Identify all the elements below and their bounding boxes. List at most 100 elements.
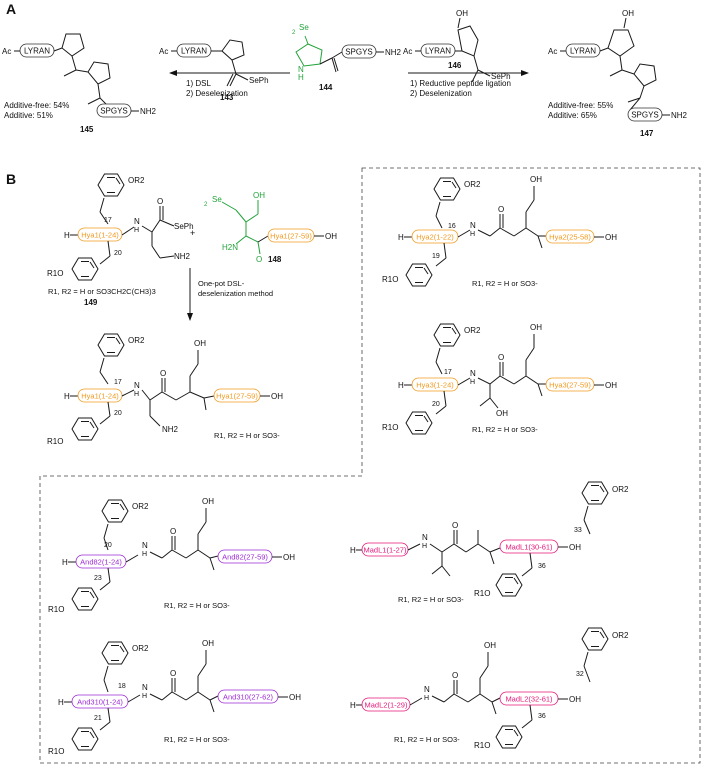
c145-spgys-label: SPGYS	[100, 107, 128, 116]
c149-n20: 20	[114, 250, 122, 257]
c144-selenium: Se	[299, 23, 309, 32]
c148-oh: OH	[325, 232, 337, 241]
madl1-h: H	[350, 546, 356, 555]
madl1-n33: 33	[574, 527, 582, 534]
prod-hya1-n: N	[134, 381, 140, 390]
c144-id: 144	[319, 83, 333, 92]
arrow-left-step2: 2) Deselenization	[186, 89, 248, 98]
madl1-structure: OR2 33 H MadL1(1-27) N H O MadL1(30-61) …	[350, 481, 629, 604]
and82-n: N	[142, 541, 148, 550]
madl2-nh: H	[424, 695, 429, 702]
and82-rdef: R1, R2 = H or SO3-	[164, 601, 230, 610]
hya3-thr-oh: OH	[496, 409, 508, 418]
c145-acetyl: Ac	[2, 47, 11, 56]
prod-hya1-rdef: R1, R2 = H or SO3-	[214, 431, 280, 440]
c144-paren-sub: 2	[292, 30, 296, 36]
c146-id: 146	[448, 61, 462, 70]
hya2-acid-oh: OH	[530, 175, 542, 184]
c148-o: O	[256, 255, 262, 264]
c146-seph: SePh	[491, 72, 511, 81]
hya3-nh: H	[470, 379, 475, 386]
and310-or2: OR2	[132, 644, 149, 653]
compound-149: OR2 17 H Hya1(1-24) N H O SePh NH2 20 R1…	[47, 173, 194, 307]
c144-nh-n: N	[298, 65, 304, 74]
madl2-label-2: MadL2(32-61)	[505, 695, 553, 704]
prod-hya1-n20: 20	[114, 410, 122, 417]
c144-nh-h: H	[298, 73, 304, 82]
arrow-left-step1: 1) DSL	[186, 79, 211, 88]
c143-lyran-label: LYRAN	[181, 47, 207, 56]
hya2-or2: OR2	[464, 180, 481, 189]
prod-hya1-r1o: R1O	[47, 437, 63, 446]
c147-id: 147	[640, 129, 654, 138]
and310-n21: 21	[94, 715, 102, 722]
and82-structure: OR2 20 H And82(1-24) N H O OH And82(27-5…	[48, 497, 295, 614]
c148-h2n: H2N	[222, 243, 238, 252]
prod-hya1-nh: H	[134, 391, 139, 398]
compound-143: Ac LYRAN SePh 143	[159, 39, 269, 102]
hya2-n: N	[470, 221, 476, 230]
c147-nh2: NH2	[671, 111, 688, 120]
prod-hya1-label-2: Hya1(27-59)	[216, 392, 258, 401]
prod-hya1-o: O	[160, 369, 166, 378]
and82-label-1: And82(1-24)	[80, 558, 122, 567]
dashed-border-outline	[39, 167, 701, 764]
c149-h: H	[64, 231, 70, 240]
c147-acetyl: Ac	[548, 47, 557, 56]
c148-selenium: Se	[212, 195, 222, 204]
and310-oh: OH	[289, 693, 301, 702]
c149-seph: SePh	[174, 222, 194, 231]
hya3-rdef: R1, R2 = H or SO3-	[472, 425, 538, 434]
and82-acid-oh: OH	[202, 497, 214, 506]
madl1-rdef: R1, R2 = H or SO3-	[398, 595, 464, 604]
c145-lyran-label: LYRAN	[24, 47, 50, 56]
c148-hya1-label: Hya1(27-59)	[270, 232, 312, 241]
c149-n: N	[134, 217, 140, 226]
and310-n: N	[142, 683, 148, 692]
arrow-right-step2: 2) Deselenization	[410, 89, 472, 98]
hya2-n19: 19	[432, 253, 440, 260]
compound-146: OH Ac LYRAN SePh 146	[403, 9, 511, 83]
hya2-o: O	[498, 205, 504, 214]
c147-lyran-label: LYRAN	[570, 47, 596, 56]
compound-145: Ac LYRAN SPGYS NH2 Additive-free: 54% Ad…	[2, 33, 157, 134]
hya3-h: H	[398, 381, 404, 390]
and82-o: O	[170, 527, 176, 536]
prod-hya1-h: H	[64, 392, 70, 401]
hya3-oh: OH	[605, 381, 617, 390]
and310-r1o: R1O	[48, 747, 64, 756]
c145-id: 145	[80, 125, 94, 134]
hya2-rdef: R1, R2 = H or SO3-	[472, 279, 538, 288]
compound-144: 2 Se N H SPGYS NH2 144	[292, 23, 402, 92]
hya2-structure: OR2 16 H Hya2(1-22) N H O OH Hya2(25-58)…	[382, 175, 617, 288]
prod-hya1-label-1: Hya1(1-24)	[81, 392, 119, 401]
madl2-structure: OR2 32 H MadL2(1-29) N H O OH MadL2(32-6…	[350, 627, 629, 750]
c144-spgys-label: SPGYS	[345, 48, 373, 57]
and82-n20: 20	[104, 542, 112, 549]
c146-acetyl: Ac	[403, 47, 412, 56]
and82-nh: H	[142, 551, 147, 558]
and310-n18: 18	[118, 683, 126, 690]
hya2-oh: OH	[605, 233, 617, 242]
c149-or2: OR2	[128, 176, 145, 185]
and82-or2: OR2	[132, 502, 149, 511]
c147-oh: OH	[622, 9, 634, 18]
prod-hya1-or2: OR2	[128, 336, 145, 345]
method-line2: deselenization method	[198, 289, 273, 298]
madl1-o: O	[452, 521, 458, 530]
hya3-n20: 20	[432, 401, 440, 408]
c149-n17: 17	[104, 217, 112, 224]
c143-id: 143	[220, 93, 234, 102]
c149-id: 149	[84, 298, 98, 307]
c149-r1o: R1O	[47, 269, 63, 278]
c149-o: O	[157, 197, 163, 206]
c148-id: 148	[268, 255, 282, 264]
compound-148: 2 Se OH H2N O Hya1(27-59) OH 148	[204, 191, 337, 264]
product-hya1: OR2 17 H Hya1(1-24) N H O NH2 OH Hya1(27…	[47, 333, 283, 446]
madl1-label-2: MadL1(30-61)	[505, 543, 553, 552]
madl2-oh: OH	[569, 695, 581, 704]
and310-o: O	[170, 669, 176, 678]
c149-nh2: NH2	[174, 252, 191, 261]
madl1-r1o: R1O	[474, 589, 490, 598]
hya3-or2: OR2	[464, 326, 481, 335]
